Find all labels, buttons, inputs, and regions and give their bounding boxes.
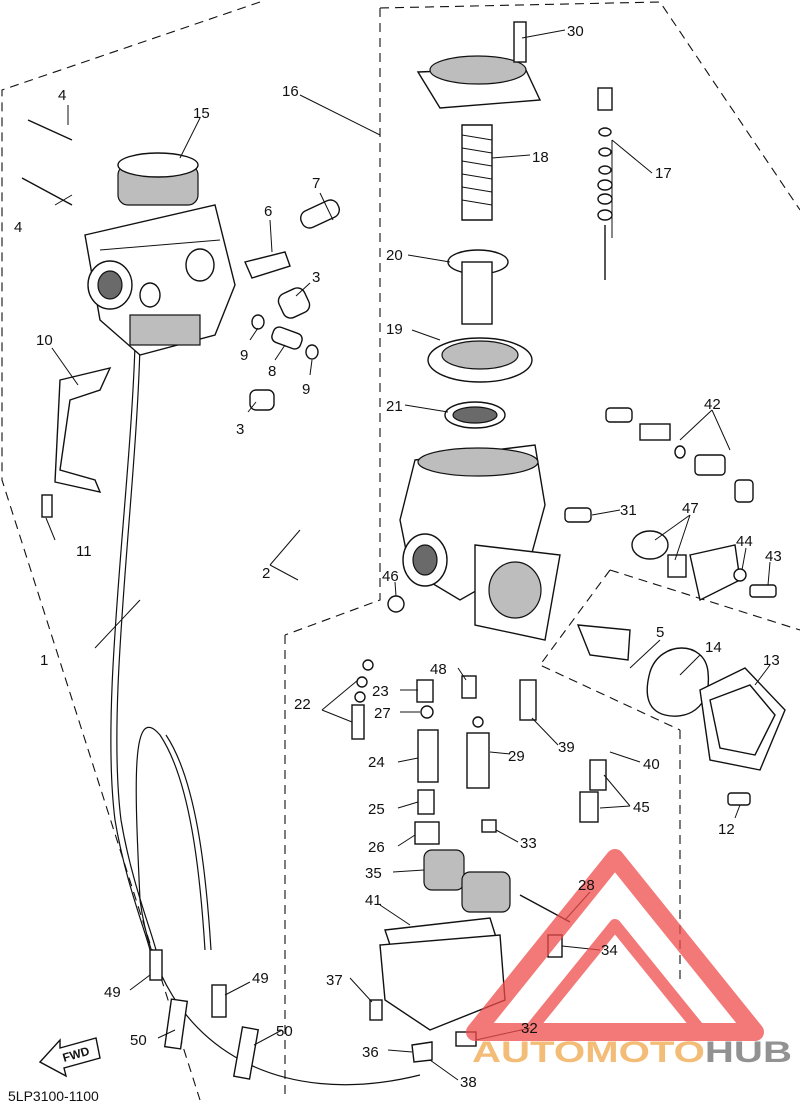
right-parts bbox=[564, 407, 786, 806]
callout-50-b: 50 bbox=[130, 1032, 147, 1049]
callout-17: 17 bbox=[655, 165, 672, 182]
callout-16: 16 bbox=[282, 83, 299, 100]
callout-50-a: 50 bbox=[276, 1023, 293, 1040]
callout-2: 2 bbox=[262, 565, 270, 582]
callout-28: 28 bbox=[578, 877, 595, 894]
callout-19: 19 bbox=[386, 321, 403, 338]
left-small-parts bbox=[21, 119, 340, 518]
callout-25: 25 bbox=[368, 801, 385, 818]
callout-6: 6 bbox=[264, 203, 272, 220]
callout-43: 43 bbox=[765, 548, 782, 565]
callout-49-a: 49 bbox=[252, 970, 269, 987]
callout-33: 33 bbox=[520, 835, 537, 852]
callout-46: 46 bbox=[382, 568, 399, 585]
callout-18: 18 bbox=[532, 149, 549, 166]
callout-40: 40 bbox=[643, 756, 660, 773]
callout-32: 32 bbox=[521, 1020, 538, 1037]
callout-8: 8 bbox=[268, 363, 276, 380]
callout-35: 35 bbox=[365, 865, 382, 882]
callout-37: 37 bbox=[326, 972, 343, 989]
leader-lines bbox=[45, 29, 771, 1081]
callout-12: 12 bbox=[718, 821, 735, 838]
callout-22: 22 bbox=[294, 696, 311, 713]
callout-23: 23 bbox=[372, 683, 389, 700]
callout-38: 38 bbox=[460, 1074, 477, 1091]
carburetor-body bbox=[399, 444, 561, 641]
callout-1: 1 bbox=[40, 652, 48, 669]
callout-27: 27 bbox=[374, 705, 391, 722]
callout-7: 7 bbox=[312, 175, 320, 192]
callout-3-b: 3 bbox=[236, 421, 244, 438]
callout-20: 20 bbox=[386, 247, 403, 264]
callout-42: 42 bbox=[704, 396, 721, 413]
watermark-text-gray: HUB bbox=[705, 1036, 792, 1069]
upper-stack bbox=[416, 21, 542, 429]
callout-45: 45 bbox=[633, 799, 650, 816]
needle-set bbox=[597, 87, 613, 280]
callout-9-b: 9 bbox=[302, 381, 310, 398]
callout-4-b: 4 bbox=[14, 219, 22, 236]
callout-4-a: 4 bbox=[58, 87, 66, 104]
callout-labels: 4 15 16 7 6 4 3 10 9 8 9 3 11 1 30 18 17… bbox=[14, 23, 782, 1091]
forward-arrow-icon: FWD bbox=[38, 1037, 101, 1078]
callout-47: 47 bbox=[682, 500, 699, 517]
callout-3-a: 3 bbox=[312, 269, 320, 286]
callout-9-a: 9 bbox=[240, 347, 248, 364]
callout-34: 34 bbox=[601, 942, 618, 959]
lower-parts bbox=[351, 595, 607, 1063]
watermark-text-orange: AUTOMOTO bbox=[472, 1036, 705, 1069]
callout-49-b: 49 bbox=[104, 984, 121, 1001]
callout-15: 15 bbox=[193, 105, 210, 122]
callout-41: 41 bbox=[365, 892, 382, 909]
callout-10: 10 bbox=[36, 332, 53, 349]
callout-30: 30 bbox=[567, 23, 584, 40]
vent-hoses bbox=[110, 344, 421, 1086]
callout-26: 26 bbox=[368, 839, 385, 856]
hose-ends bbox=[149, 949, 260, 1080]
callout-39: 39 bbox=[558, 739, 575, 756]
callout-21: 21 bbox=[386, 398, 403, 415]
callout-31: 31 bbox=[620, 502, 637, 519]
callout-14: 14 bbox=[705, 639, 722, 656]
callout-36: 36 bbox=[362, 1044, 379, 1061]
callout-24: 24 bbox=[368, 754, 385, 771]
callout-48: 48 bbox=[430, 661, 447, 678]
callout-11: 11 bbox=[76, 543, 92, 560]
callout-5: 5 bbox=[656, 624, 664, 641]
diagram-code: 5LP3100-1100 bbox=[8, 1088, 99, 1104]
callout-44: 44 bbox=[736, 533, 753, 550]
callout-29: 29 bbox=[508, 748, 525, 765]
carburetor-assembled bbox=[84, 152, 236, 356]
callout-13: 13 bbox=[763, 652, 780, 669]
